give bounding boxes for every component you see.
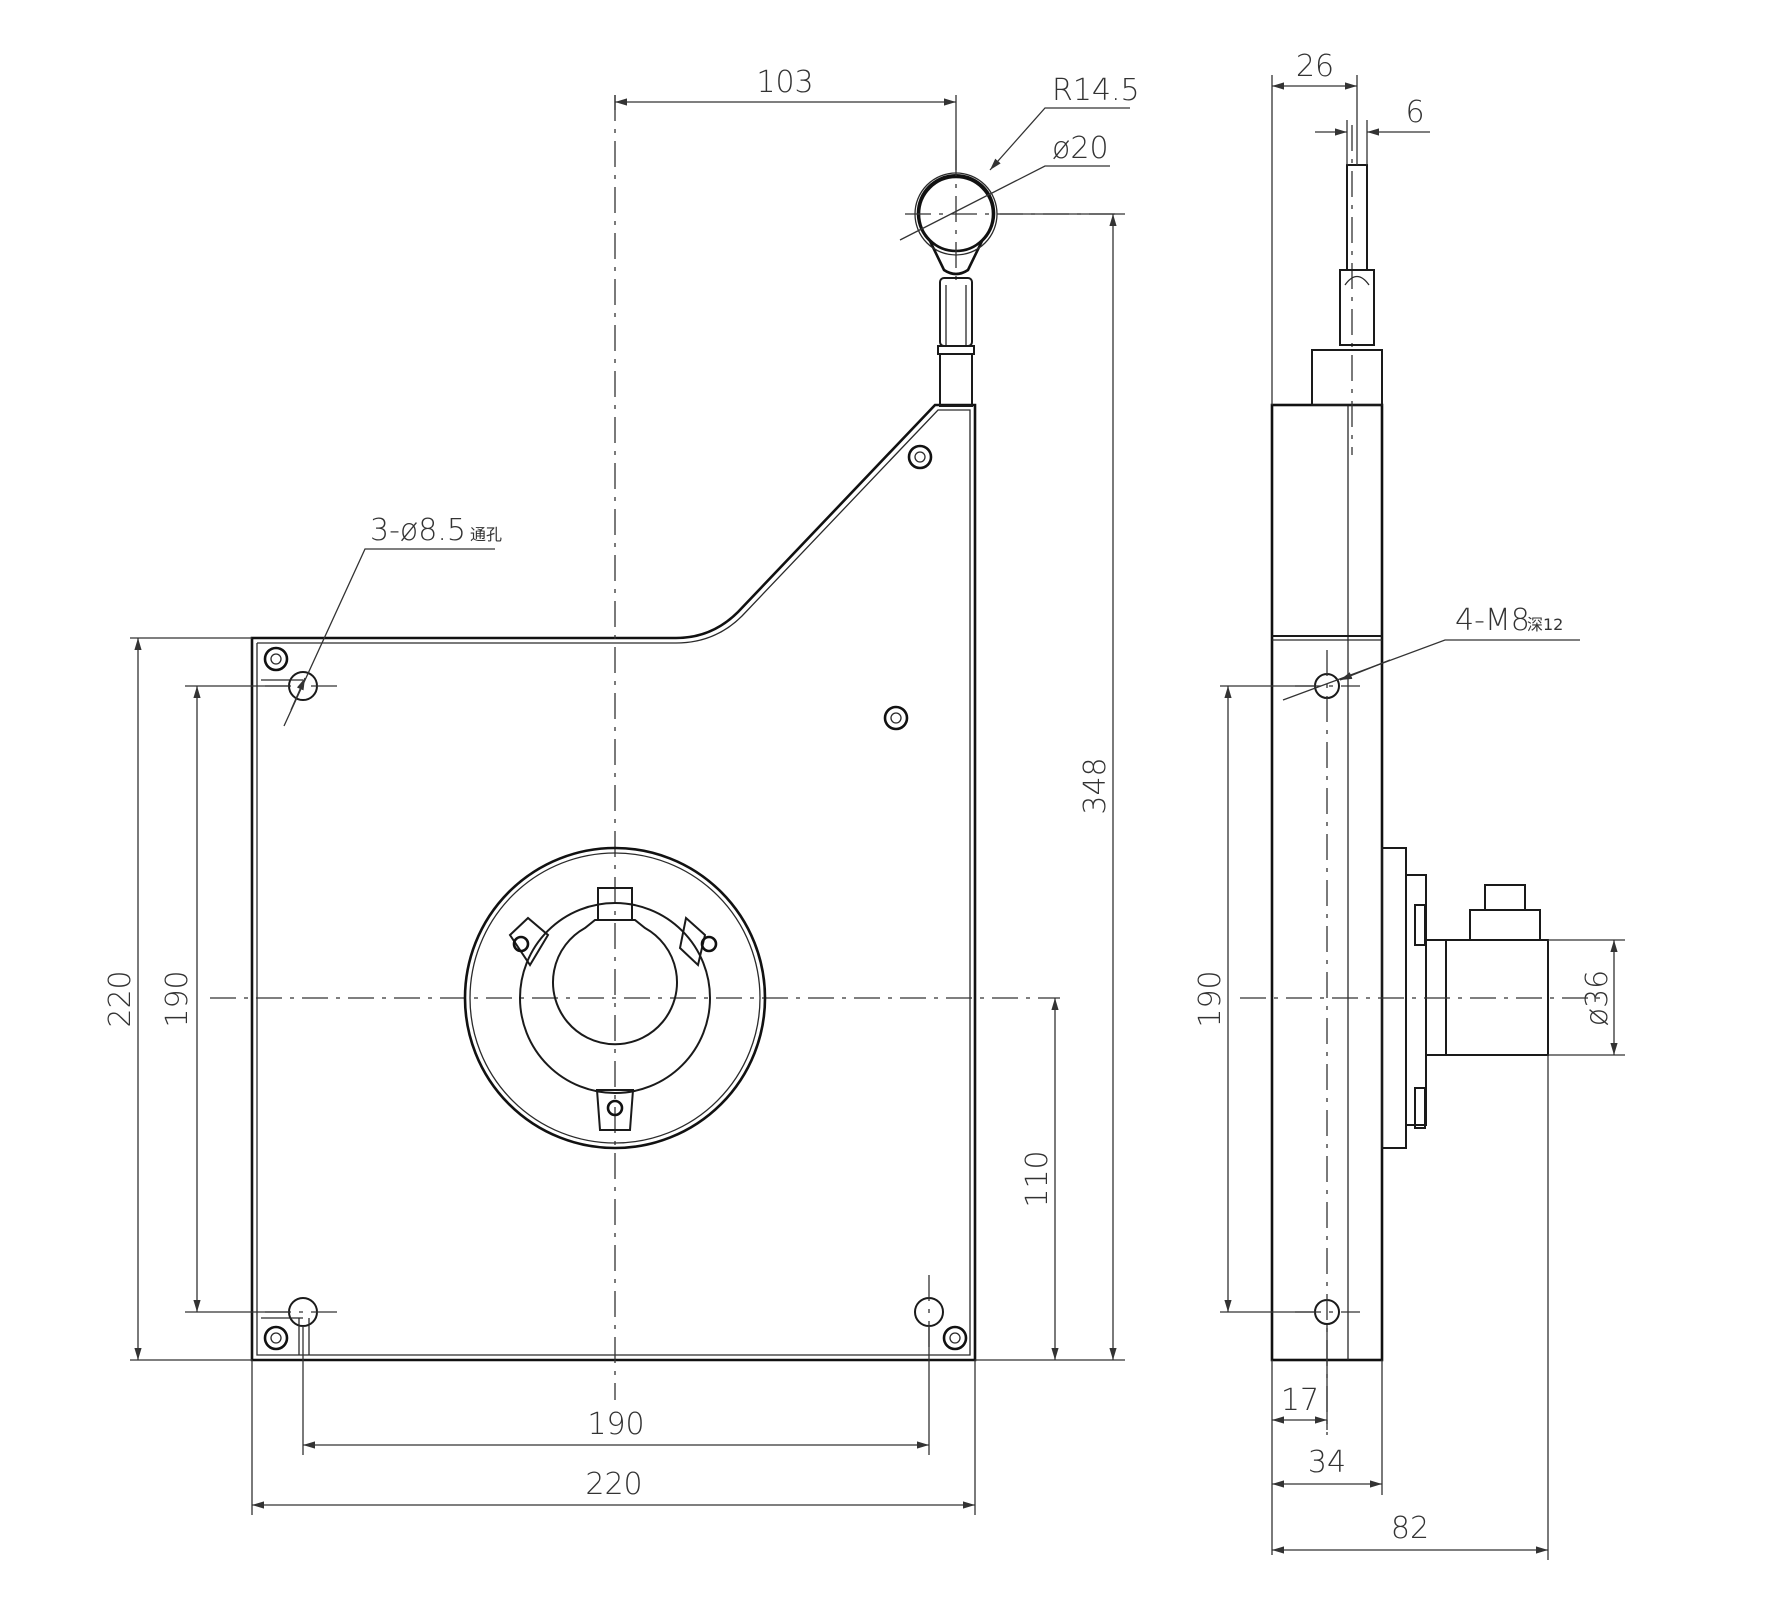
dim-eye-callouts: R14.5 ø20 [899,73,1140,241]
label-103: 103 [756,65,813,100]
dim-top-offset: 26 [1271,49,1358,405]
dim-hole-pitch-horizontal: 190 [302,1326,930,1455]
label-34: 34 [1308,1445,1346,1480]
front-mount-holes [261,671,944,1355]
dim-eye-offset: 103 [614,65,957,170]
label-110: 110 [1020,1150,1055,1207]
dim-side-hole-pitch: 190 [1193,685,1315,1313]
dim-body-height: 220 [103,637,252,1361]
label-6: 6 [1405,95,1424,130]
dim-body-depth: 34 [1272,1360,1383,1495]
dim-body-width: 220 [251,1360,976,1515]
label-4-m8: 4-M8 [1455,603,1530,638]
dim-total-depth: 82 [1272,1055,1549,1560]
dim-hole-pitch-vertical: 190 [160,685,290,1313]
front-view: 103 R14.5 ø20 348 110 3-ø8.5 通孔 [103,65,1140,1515]
dim-hole-offset: 17 [1271,1325,1328,1555]
dim-center-height: 110 [1020,998,1059,1360]
label-220-vertical: 220 [103,970,138,1027]
label-d20: ø20 [1052,131,1109,166]
side-encoder [1240,847,1600,1149]
label-190-horizontal: 190 [587,1407,644,1442]
label-190-vertical: 190 [160,970,195,1027]
label-348: 348 [1078,757,1113,814]
label-17: 17 [1281,1383,1319,1418]
front-screws [263,444,968,1351]
label-220-horizontal: 220 [585,1467,642,1502]
dim-threaded-holes: 4-M8 深12 [1282,603,1580,701]
side-view: 26 6 4-M8 深12 190 ø36 [1193,49,1625,1560]
label-82: 82 [1391,1511,1429,1546]
dim-encoder-diameter: ø36 [1548,939,1625,1056]
label-depth-12: 深12 [1527,615,1563,634]
eye-ring [905,150,1120,407]
dim-mount-holes: 3-ø8.5 通孔 [283,513,502,727]
label-190-side: 190 [1193,970,1228,1027]
label-d36: ø36 [1580,970,1615,1027]
dim-cable-width: 6 [1315,95,1430,165]
label-through-hole: 通孔 [470,525,502,544]
center-hub [463,846,767,1150]
label-26: 26 [1296,49,1334,84]
label-3-d8-5: 3-ø8.5 [370,513,466,548]
dim-total-height: 348 [975,213,1125,1361]
label-r14-5: R14.5 [1052,73,1140,108]
front-body-outline [250,403,977,1362]
